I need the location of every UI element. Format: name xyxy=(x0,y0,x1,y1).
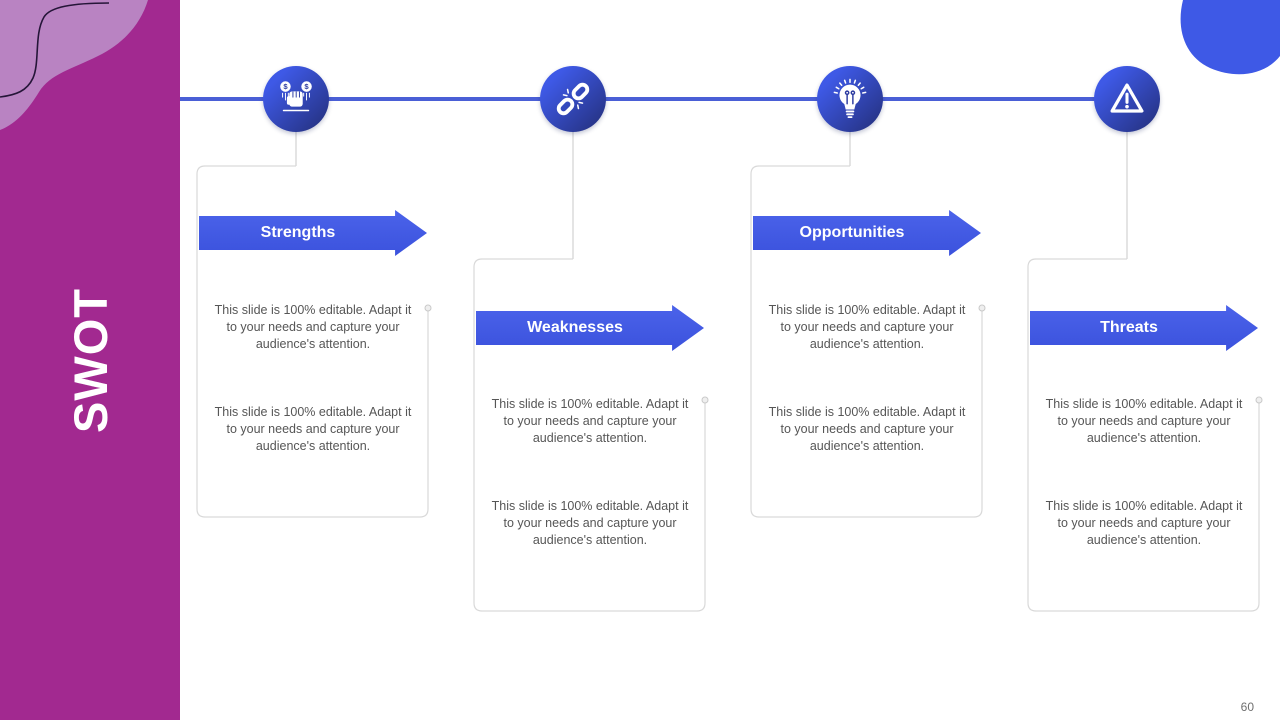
strengths-paragraph-2[interactable]: This slide is 100% editable. Adapt it to… xyxy=(214,405,412,453)
endpoint-dot xyxy=(1255,396,1263,404)
weaknesses-banner-label: Weaknesses xyxy=(527,319,623,336)
opportunities-banner[interactable]: Opportunities xyxy=(753,210,981,256)
weaknesses-icon-circle[interactable] xyxy=(540,66,606,132)
slide-title-text: SWOT xyxy=(63,287,117,433)
endpoint-dot xyxy=(424,304,432,312)
opportunities-paragraph-2[interactable]: This slide is 100% editable. Adapt it to… xyxy=(768,405,966,453)
corner-blob-decoration xyxy=(1180,0,1280,75)
threats-banner[interactable]: Threats xyxy=(1030,305,1258,351)
slide-title-rotated[interactable]: SWOT xyxy=(0,280,180,440)
warning-triangle-icon xyxy=(1110,83,1144,113)
strengths-paragraph-1[interactable]: This slide is 100% editable. Adapt it to… xyxy=(214,303,412,351)
weaknesses-paragraph-2[interactable]: This slide is 100% editable. Adapt it to… xyxy=(491,499,689,547)
lightbulb-icon xyxy=(833,78,867,118)
threats-paragraph-2[interactable]: This slide is 100% editable. Adapt it to… xyxy=(1045,499,1243,547)
opportunities-icon-circle[interactable] xyxy=(817,66,883,132)
svg-text:$: $ xyxy=(283,82,288,91)
strengths-banner-label: Strengths xyxy=(260,224,336,241)
endpoint-dot xyxy=(978,304,986,312)
opportunities-banner-label: Opportunities xyxy=(799,224,905,241)
sidebar: SWOT xyxy=(0,0,180,720)
svg-text:$: $ xyxy=(304,82,309,91)
broken-chain-icon xyxy=(556,82,590,116)
weaknesses-banner[interactable]: Weaknesses xyxy=(476,305,704,351)
strengths-banner[interactable]: Strengths xyxy=(199,210,427,256)
light-purple-blob xyxy=(0,0,148,130)
fist-money-icon: $ $ xyxy=(280,81,312,112)
weaknesses-paragraph-1[interactable]: This slide is 100% editable. Adapt it to… xyxy=(491,397,689,445)
endpoint-dot xyxy=(701,396,709,404)
decorative-curve-line xyxy=(0,2,110,98)
strengths-icon-circle[interactable]: $ $ xyxy=(263,66,329,132)
threats-paragraph-1[interactable]: This slide is 100% editable. Adapt it to… xyxy=(1045,397,1243,445)
sidebar-blob-decoration xyxy=(0,0,148,130)
opportunities-paragraph-1[interactable]: This slide is 100% editable. Adapt it to… xyxy=(768,303,966,351)
page-number: 60 xyxy=(1240,700,1254,714)
threats-icon-circle[interactable] xyxy=(1094,66,1160,132)
threats-banner-label: Threats xyxy=(1100,319,1158,336)
